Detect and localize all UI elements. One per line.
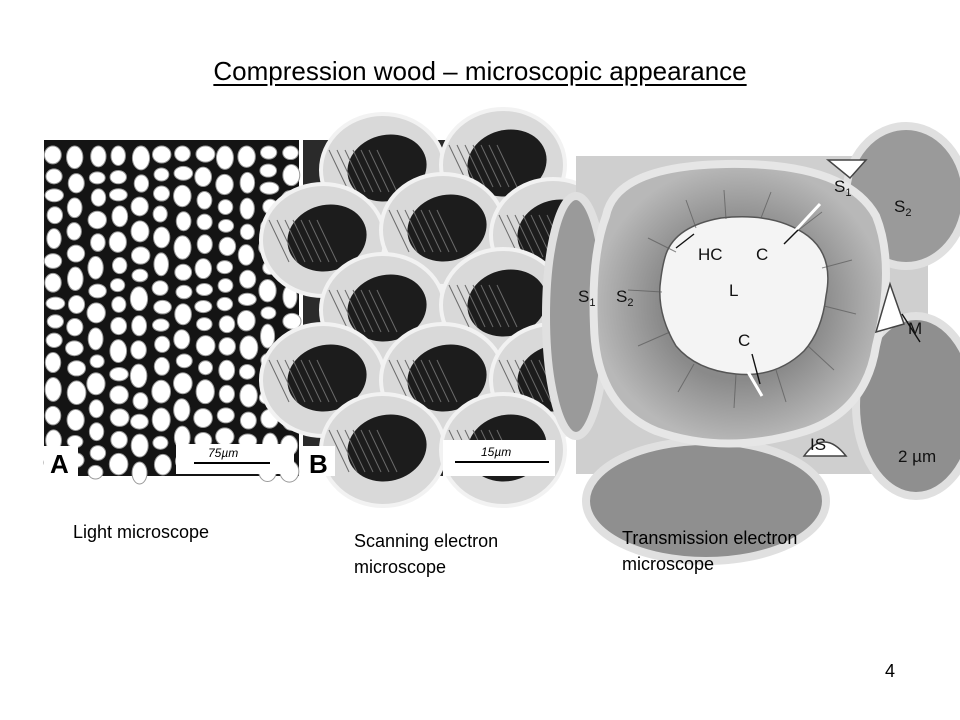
label-hc: HC xyxy=(698,245,723,264)
slide-title: Compression wood – microscopic appearanc… xyxy=(213,56,747,86)
panel-letter-b: B xyxy=(309,449,328,479)
scale-bar-75: 75µm xyxy=(176,444,294,474)
label-l: L xyxy=(729,281,738,300)
label-s2-right: S2 xyxy=(894,197,911,219)
page-number: 4 xyxy=(885,661,896,681)
svg-text:75µm: 75µm xyxy=(208,446,238,460)
label-c-top: C xyxy=(756,245,768,264)
label-s1-left: S1 xyxy=(578,287,595,309)
label-m: M xyxy=(908,319,922,338)
label-scale-2um: 2 µm xyxy=(898,447,936,466)
svg-text:15µm: 15µm xyxy=(481,445,511,459)
sem-micrograph: 15µm B xyxy=(259,107,617,508)
tem-micrograph: S1 S2 HC C L S1 S2 C M IS 2 µm xyxy=(542,122,960,565)
caption-sem: Scanning electron microscope xyxy=(354,531,499,577)
label-is: IS xyxy=(810,435,826,454)
light-micrograph: 75µm A xyxy=(43,140,302,485)
caption-light-microscope: Light microscope xyxy=(73,522,210,542)
panel-letter-a: A xyxy=(50,449,69,479)
scale-bar-15: 15µm xyxy=(443,440,555,476)
label-c-bottom: C xyxy=(738,331,750,350)
caption-tem: Transmission electron microscope xyxy=(622,528,798,574)
label-s2-left: S2 xyxy=(616,287,633,309)
label-s1-top: S1 xyxy=(834,177,851,199)
